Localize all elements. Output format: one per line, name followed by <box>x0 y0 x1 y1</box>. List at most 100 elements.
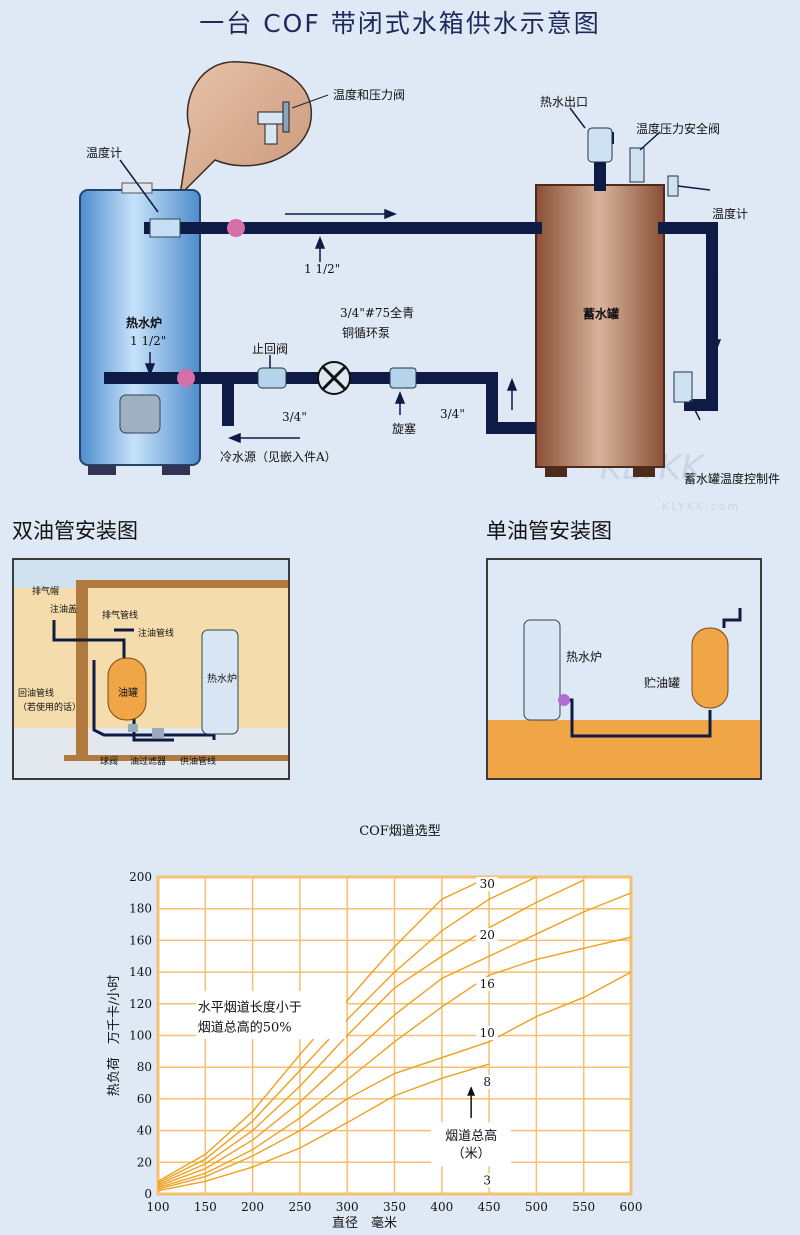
series-label-16: 16 <box>480 977 495 991</box>
series-label-bg <box>476 877 499 892</box>
y-tick-label: 40 <box>137 1124 152 1138</box>
x-tick-label: 450 <box>478 1200 501 1214</box>
x-tick-label: 500 <box>525 1200 548 1214</box>
page-title: 一台 COF 带闭式水箱供水示意图 <box>199 9 601 38</box>
right-loop-pipe <box>658 222 718 411</box>
series-line-10 <box>157 892 632 1187</box>
ball-valve-icon <box>128 724 138 732</box>
check-valve-icon <box>257 367 287 389</box>
series-label-8: 8 <box>483 1075 491 1089</box>
storage-oil-tank-icon <box>691 627 729 709</box>
y-axis-label: 热负荷 万千卡/小时 <box>107 975 122 1096</box>
dual-pipe-heading: 双油管安装图 <box>12 519 138 543</box>
outlet-elbow-icon <box>587 127 613 163</box>
plug-valve-icon <box>389 367 417 389</box>
water-supply-diagram <box>79 61 722 477</box>
x-axis-label: 直径 毫米 <box>332 1215 397 1231</box>
label-dual-boiler: 热水炉 <box>207 674 237 685</box>
y-tick-label: 140 <box>129 965 152 979</box>
label-oil-filter: 油过滤器 <box>130 757 167 767</box>
chart-title: COF烟道选型 <box>359 824 441 839</box>
x-tick-label: 600 <box>620 1200 643 1214</box>
x-tick-label: 550 <box>572 1200 595 1214</box>
y-tick-label: 60 <box>137 1092 152 1106</box>
boiler-icon <box>79 182 201 475</box>
y-tick-label: 0 <box>144 1187 152 1201</box>
temp-pressure-valve-icon <box>257 101 290 145</box>
safety-valve-icon <box>629 147 645 183</box>
label-hot-water-outlet: 热水出口 <box>540 95 589 109</box>
series-label-bg <box>476 976 499 991</box>
y-tick-label: 120 <box>129 997 152 1011</box>
label-vent-line: 排气管线 <box>102 611 139 621</box>
union-icon <box>227 219 245 237</box>
label-pump-size: 3/4"#75全青 <box>340 306 415 320</box>
annotation-line: 烟道总高的50% <box>198 1020 292 1036</box>
legend-bg <box>431 1122 512 1167</box>
single-pipe-drawing <box>488 608 760 778</box>
series-line-3 <box>157 1063 490 1192</box>
legend-unit: （米） <box>452 1147 491 1162</box>
label-storage-oil-tank: 贮油罐 <box>644 676 681 690</box>
series-label-bg <box>476 1075 499 1090</box>
series-label-bg <box>476 1026 499 1041</box>
label-size-34-b: 3/4" <box>440 407 465 421</box>
annotation-line: 水平烟道长度小于 <box>198 1000 302 1016</box>
label-temp-pressure-valve: 温度和压力阀 <box>333 88 406 102</box>
wall-beam <box>76 580 88 760</box>
y-tick-label: 200 <box>129 870 152 884</box>
label-check-valve: 止回阀 <box>252 342 289 356</box>
x-tick-label: 300 <box>336 1200 359 1214</box>
oil-filter-icon <box>152 728 164 738</box>
dual-pipe-panel: 排气帽 注油盖 排气管线 注油管线 油罐 热水炉 回油管线 （若使用的话） 球阀… <box>12 558 290 780</box>
series-label-3: 3 <box>483 1173 491 1187</box>
label-thermometer-left: 温度计 <box>86 146 123 160</box>
label-boiler: 热水炉 <box>126 316 163 330</box>
single-pipe-panel: 热水炉 贮油罐 <box>486 558 762 780</box>
label-oil-tank: 油罐 <box>118 688 138 699</box>
pipe-fitting-icon <box>149 218 181 238</box>
single-boiler-icon <box>523 619 561 721</box>
callout-bubble <box>178 61 313 198</box>
x-tick-label: 200 <box>241 1200 264 1214</box>
label-return-note: （若使用的话） <box>18 703 82 713</box>
series-label-bg <box>476 927 499 942</box>
legend-arrow-head <box>467 1086 476 1096</box>
label-safety-valve: 温度压力安全阀 <box>636 122 721 136</box>
y-tick-label: 20 <box>137 1155 152 1169</box>
label-pump-name: 铜循环泵 <box>342 326 391 340</box>
label-size-34-a: 3/4" <box>282 410 307 424</box>
storage-tank-icon <box>535 184 665 477</box>
tank-control-icon <box>673 371 693 403</box>
series-label-bg <box>476 1173 499 1188</box>
y-tick-label: 180 <box>129 902 152 916</box>
label-plug: 旋塞 <box>392 422 417 436</box>
series-label-10: 10 <box>480 1026 495 1040</box>
label-fill-line: 注油管线 <box>138 629 175 639</box>
series-label-20: 20 <box>480 928 495 942</box>
series-line-16 <box>157 879 584 1186</box>
watermark-site: KLYKK.com <box>662 500 741 513</box>
label-boiler-size: 1 1/2" <box>130 334 167 348</box>
series-line-8 <box>157 936 632 1189</box>
legend-title: 烟道总高 <box>445 1128 497 1144</box>
label-supply-line: 供油管线 <box>180 757 217 767</box>
oil-tank-icon <box>107 657 147 721</box>
label-cold-water: 冷水源（见嵌入件A） <box>220 450 337 464</box>
label-tank-control: 蓄水罐温度控制件 <box>684 472 781 486</box>
annotation-bg <box>195 991 346 1040</box>
x-tick-label: 100 <box>147 1200 170 1214</box>
label-single-boiler: 热水炉 <box>566 650 603 664</box>
connector-icon <box>558 694 570 706</box>
label-vent-cap: 排气帽 <box>32 587 60 597</box>
x-tick-label: 350 <box>383 1200 406 1214</box>
label-storage-tank: 蓄水罐 <box>583 307 620 321</box>
union-icon-2 <box>177 369 195 387</box>
y-tick-label: 80 <box>137 1060 152 1074</box>
series-line-5 <box>157 971 632 1190</box>
label-fill-cap: 注油盖 <box>50 605 78 615</box>
series-line-20 <box>157 876 537 1184</box>
single-pipe-heading: 单油管安装图 <box>486 519 612 543</box>
boiler-small-icon <box>201 629 239 735</box>
dual-pipe-drawing <box>14 560 288 778</box>
